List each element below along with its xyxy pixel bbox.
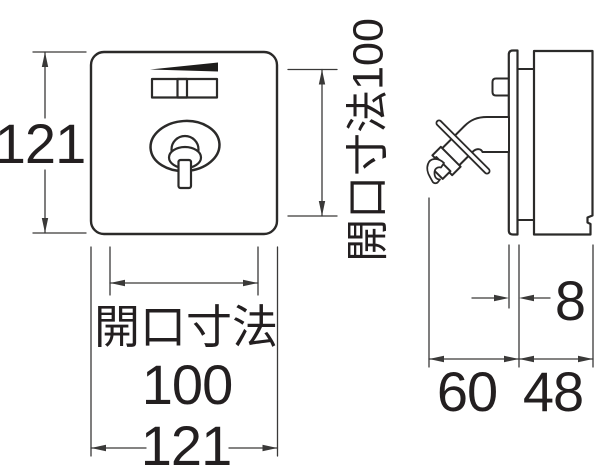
indicator-window-center xyxy=(176,77,189,99)
front-width-label: 121 xyxy=(140,414,232,472)
spout-tip xyxy=(426,158,445,185)
side-plate xyxy=(507,49,519,236)
side-body xyxy=(532,49,594,236)
opening-width-label: 100 xyxy=(141,353,233,416)
cross-handle-bar xyxy=(435,119,491,175)
spout-projection-label: 60 xyxy=(436,360,498,423)
body-depth-label: 48 xyxy=(522,360,584,423)
plate-thickness-label: 8 xyxy=(554,269,586,332)
side-opening-height-label: 開口寸法100 xyxy=(344,18,393,262)
side-tab xyxy=(491,77,510,97)
dimension-lines xyxy=(32,51,594,457)
flow-indicator-wedge xyxy=(150,62,218,72)
front-view xyxy=(89,50,279,236)
front-height-label: 121 xyxy=(0,112,86,175)
handle-lever xyxy=(177,158,193,190)
side-view xyxy=(426,49,594,236)
opening-caption-label: 開口寸法 xyxy=(94,301,278,353)
